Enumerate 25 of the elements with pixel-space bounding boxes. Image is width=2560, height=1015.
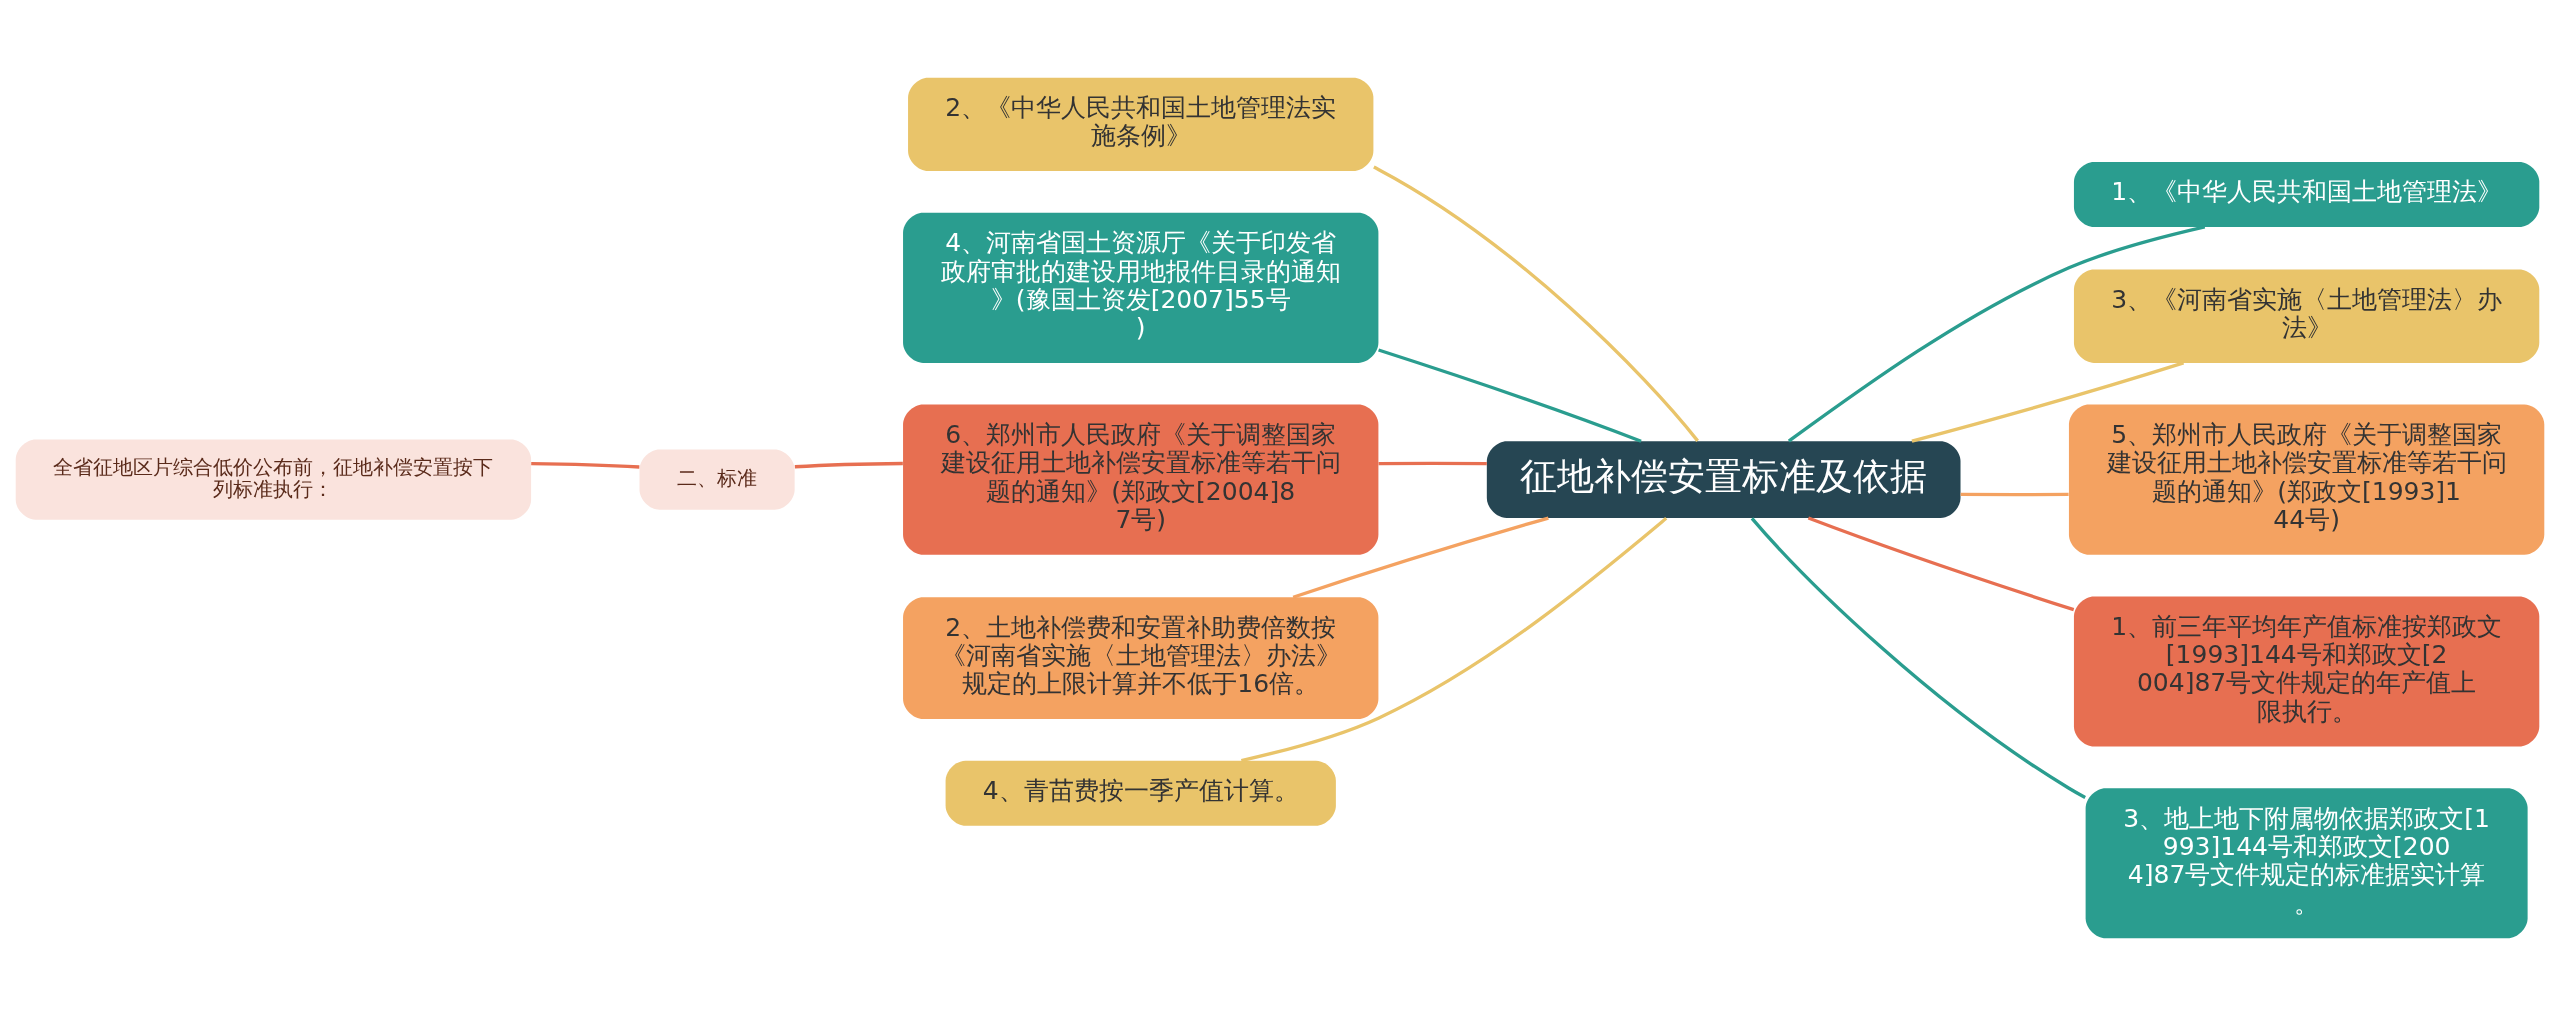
node-box: 二、标准 <box>639 449 795 510</box>
connector <box>1960 492 2069 496</box>
node-box: 4、河南省国土资源厅《关于印发省政府审批的建设用地报件目录的通知》(豫国土资发[2007]55号) <box>903 212 1379 363</box>
node-box: 2、《中华人民共和国土地管理法实施条例》 <box>908 77 1374 171</box>
node-box: 1、前三年平均年产值标准按郑政文[1993]144号和郑政文[2004]87号文件规定的年产值上限执行。 <box>2073 595 2540 746</box>
connector <box>1378 347 1642 443</box>
node-box: 5、郑州市人民政府《关于调整国家建设征用土地补偿安置标准等若干问题的通知》(郑政文[1993]144号) <box>2068 404 2545 555</box>
connector <box>1787 224 2206 442</box>
node-box: 征地补偿安置标准及依据 <box>1486 440 1961 518</box>
node-box: 3、《河南省实施〈土地管理法〉办法》 <box>2073 269 2540 363</box>
node-box: 4、青苗费按一季产值计算。 <box>945 760 1336 826</box>
node-box: 3、地上地下附属物依据郑政文[1993]144号和郑政文[2004]87号文件规定的标准据实计算。 <box>2085 787 2528 938</box>
connector <box>1911 360 2185 443</box>
connector <box>1240 516 1668 762</box>
node-box: 全省征地区片综合低价公布前，征地补偿安置按下列标准执行： <box>15 439 532 520</box>
connector <box>1807 515 2075 611</box>
connector <box>794 461 903 468</box>
connector <box>531 461 640 469</box>
connector <box>1750 516 2086 799</box>
node-box: 2、土地补偿费和安置补助费倍数按《河南省实施〈土地管理法〉办法》规定的上限计算并不低于16倍。 <box>903 596 1379 719</box>
connector <box>1378 461 1487 465</box>
connector <box>1373 165 1699 442</box>
connector <box>1292 515 1549 599</box>
node-box: 6、郑州市人民政府《关于调整国家建设征用土地补偿安置标准等若干问题的通知》(郑政文[2004]87号) <box>903 404 1379 555</box>
node-box: 1、《中华人民共和国土地管理法》 <box>2073 161 2540 227</box>
